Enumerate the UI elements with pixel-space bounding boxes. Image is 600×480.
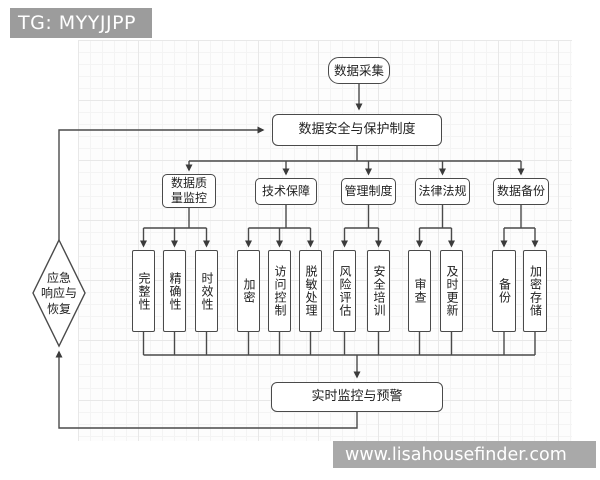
node-sub-access-control: 访问控制 bbox=[268, 250, 291, 332]
node-category-legal: 法律法规 bbox=[415, 178, 470, 205]
sub-label: 及时更新 bbox=[445, 265, 459, 317]
node-sub-timeliness: 时效性 bbox=[195, 250, 218, 332]
watermark-bar: www.lisahousefinder.com bbox=[333, 441, 596, 468]
telegram-tag-badge: TG: MYYJJPP bbox=[10, 8, 152, 38]
sub-label: 精确性 bbox=[168, 271, 182, 311]
node-security-policy: 数据安全与保护制度 bbox=[272, 114, 442, 146]
node-sub-safety-training: 安全培训 bbox=[367, 250, 390, 332]
sub-label: 风险评估 bbox=[338, 265, 352, 317]
node-emergency-response: 应急 响应与 恢复 bbox=[40, 270, 77, 316]
sub-label: 加密存储 bbox=[528, 265, 543, 317]
sub-label: 加密 bbox=[242, 278, 256, 304]
node-sub-encrypted-storage: 加密存储 bbox=[523, 250, 547, 332]
node-realtime-monitor: 实时监控与预警 bbox=[271, 382, 443, 412]
sub-label: 安全培训 bbox=[372, 265, 386, 317]
sub-label: 备份 bbox=[497, 278, 512, 304]
sub-label: 完整性 bbox=[137, 271, 151, 311]
sub-label: 脱敏处理 bbox=[304, 265, 318, 317]
node-category-tech-support: 技术保障 bbox=[255, 178, 317, 205]
grid-canvas bbox=[78, 40, 572, 441]
node-category-management: 管理制度 bbox=[341, 178, 396, 205]
node-category-data-quality: 数据质 量监控 bbox=[162, 174, 216, 208]
sub-label: 时效性 bbox=[200, 271, 214, 311]
node-data-collection: 数据采集 bbox=[328, 57, 390, 84]
node-sub-timely-update: 及时更新 bbox=[440, 250, 463, 332]
sub-label: 访问控制 bbox=[273, 265, 287, 317]
node-sub-integrity: 完整性 bbox=[132, 250, 155, 332]
node-sub-risk-assessment: 风险评估 bbox=[333, 250, 356, 332]
node-sub-backup: 备份 bbox=[492, 250, 516, 332]
node-sub-data-masking: 脱敏处理 bbox=[299, 250, 322, 332]
node-sub-encryption: 加密 bbox=[237, 250, 260, 332]
node-sub-review: 审查 bbox=[408, 250, 431, 332]
node-sub-accuracy: 精确性 bbox=[163, 250, 186, 332]
node-category-backup: 数据备份 bbox=[493, 178, 549, 205]
sub-label: 审查 bbox=[413, 278, 427, 304]
